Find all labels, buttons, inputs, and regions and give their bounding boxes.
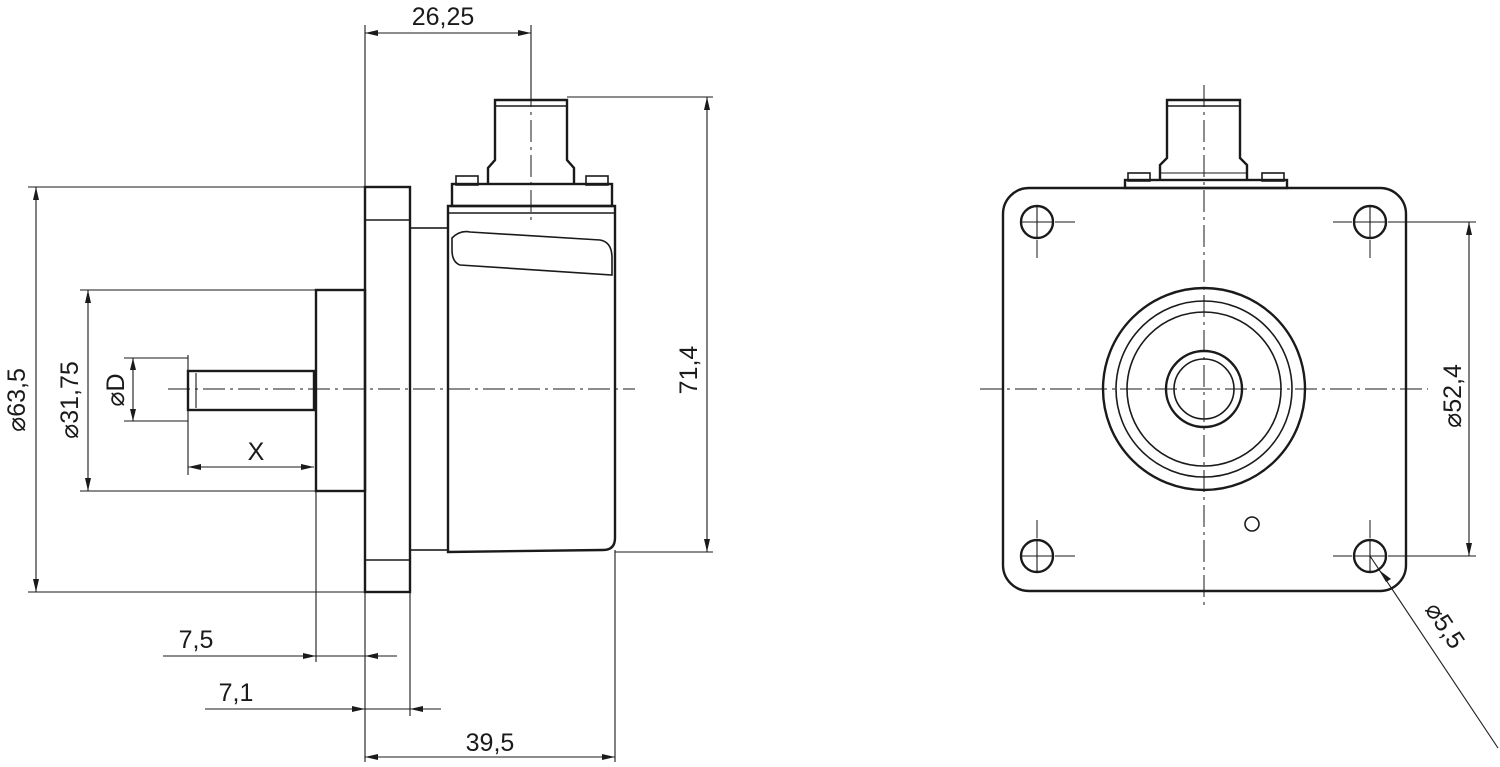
diameter-symbol: ⌀ (56, 424, 84, 439)
dimension-63-label: ⌀63,5 (3, 368, 31, 432)
arrow-x-left (188, 464, 201, 470)
arrow-x-right (301, 464, 314, 470)
dimension-d-value: D (102, 373, 130, 391)
connector-base (450, 182, 614, 208)
arrow-26-right (518, 30, 531, 36)
mounting-hole-top-right (1352, 204, 1388, 240)
dimension-26-label: 26,25 (412, 3, 475, 31)
pilot-boss (314, 288, 367, 493)
dimension-7-1-label: 7,1 (219, 679, 254, 707)
arrow-31-bottom (85, 478, 91, 491)
front-connector-nut-right (1261, 172, 1285, 182)
diameter-symbol: ⌀ (1439, 413, 1467, 428)
dimension-31-value: 31,75 (56, 361, 84, 424)
side-view (168, 85, 635, 594)
shaft (186, 369, 316, 412)
arrow-d-bottom (130, 409, 136, 421)
dimension-52-value: 52,4 (1439, 364, 1467, 413)
mounting-hole-bottom-left (1019, 538, 1055, 574)
arrow-d-top (130, 358, 136, 370)
dimension-52-label: ⌀52,4 (1439, 364, 1467, 428)
arrow-39-left (365, 754, 378, 760)
mounting-hole-top-left (1019, 204, 1055, 240)
arrow-71-bottom (704, 539, 710, 552)
arrow-71-top (704, 97, 710, 110)
diameter-symbol: ⌀ (102, 392, 130, 407)
front-dimensions: ⌀52,4 ⌀5,5 (1369, 221, 1499, 749)
arrow-7-5-left (303, 653, 316, 659)
dimension-7-5-label: 7,5 (179, 626, 214, 654)
connector-nut-right (585, 175, 609, 186)
dimension-63-value: 63,5 (3, 368, 31, 417)
arrow-52-bottom (1466, 543, 1472, 556)
housing-lid (451, 230, 613, 276)
housing-body (446, 204, 617, 554)
arrow-26-left (365, 30, 378, 36)
connector-nut-left (455, 175, 479, 186)
arrow-39-right (602, 754, 615, 760)
dimension-71-label: 71,4 (675, 346, 703, 395)
dimension-d-label: ⌀D (102, 373, 130, 406)
arrow-5-5 (1379, 570, 1391, 582)
arrow-7-1-left (352, 706, 365, 712)
dimension-39-label: 39,5 (466, 729, 515, 757)
arrow-7-5-right (365, 653, 378, 659)
dimension-5-5-label: ⌀5,5 (1419, 597, 1470, 654)
dimension-31-label: ⌀31,75 (56, 361, 84, 439)
side-dimensions: 26,25 ⌀63,5 ⌀31,75 ⌀D X 71,4 (3, 3, 713, 762)
diameter-symbol: ⌀ (3, 417, 31, 432)
arrow-63-bottom (33, 579, 39, 592)
leader-5-5 (1369, 555, 1499, 749)
front-connector-nut-left (1127, 172, 1151, 182)
front-view (980, 85, 1428, 610)
arrow-31-top (85, 290, 91, 303)
arrow-7-1-right (410, 706, 423, 712)
dimension-x-label: X (248, 438, 265, 466)
small-hole (1244, 516, 1260, 532)
arrow-63-top (33, 187, 39, 200)
arrow-52-top (1466, 222, 1472, 235)
